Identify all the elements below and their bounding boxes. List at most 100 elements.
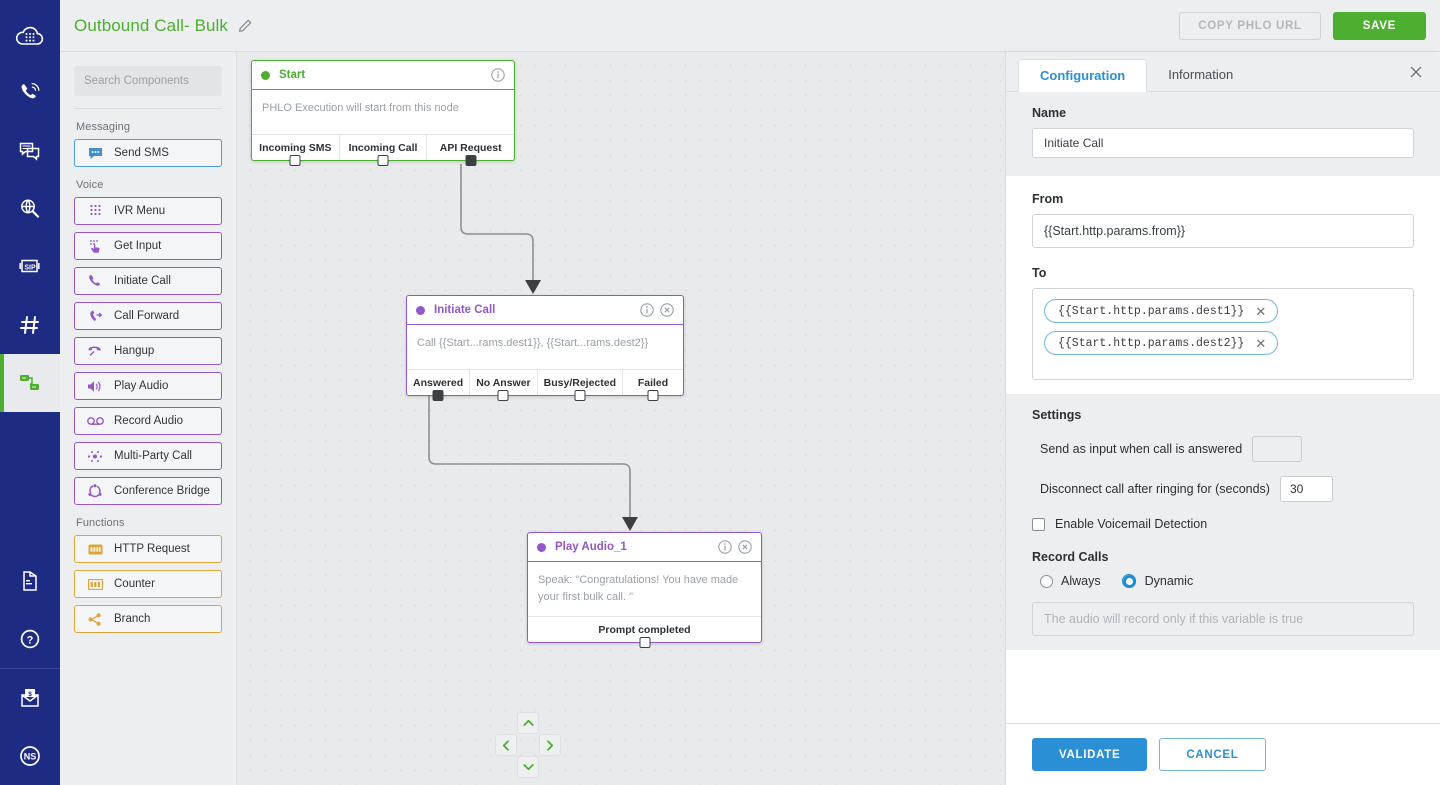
port-incoming-call[interactable]: Incoming Call xyxy=(338,135,427,166)
group-label-voice: Voice xyxy=(76,179,104,191)
disconnect-seconds-input[interactable] xyxy=(1279,476,1333,502)
send-as-input-field[interactable] xyxy=(1252,436,1303,462)
port-knob[interactable] xyxy=(639,637,650,648)
port-api-request[interactable]: API Request xyxy=(426,135,514,166)
save-button[interactable]: SAVE xyxy=(1332,11,1426,40)
svg-text:NS: NS xyxy=(24,752,37,762)
close-circle-icon[interactable] xyxy=(738,540,752,554)
validate-button[interactable]: VALIDATE xyxy=(1032,738,1148,771)
config-panel: Configuration Information Name From xyxy=(1005,52,1440,785)
close-circle-icon[interactable] xyxy=(660,303,674,317)
component-conference-bridge[interactable]: Conference Bridge xyxy=(74,477,222,505)
call-forward-icon xyxy=(85,309,105,323)
port-knob[interactable] xyxy=(497,390,509,401)
component-get-input[interactable]: Get Input xyxy=(74,232,222,260)
port-knob[interactable] xyxy=(574,390,586,401)
component-http-request[interactable]: HTTP Request xyxy=(74,535,222,563)
avatar[interactable]: NS xyxy=(0,727,60,785)
component-counter[interactable]: Counter xyxy=(74,570,222,598)
port-label: Prompt completed xyxy=(598,623,691,636)
port-knob[interactable] xyxy=(289,155,301,166)
to-chip-container[interactable]: {{Start.http.params.dest1}} ✕ {{Start.ht… xyxy=(1032,288,1414,380)
to-chip[interactable]: {{Start.http.params.dest1}} ✕ xyxy=(1044,299,1279,323)
node-play-audio-1[interactable]: Play Audio_1 Speak: "Congratulations! Yo… xyxy=(527,532,762,648)
port-failed[interactable]: Failed xyxy=(622,370,683,401)
component-call-forward[interactable]: Call Forward xyxy=(74,302,222,330)
enable-voicemail-checkbox[interactable] xyxy=(1032,517,1045,531)
port-busy-rejected[interactable]: Busy/Rejected xyxy=(536,370,622,401)
send-as-input-label: Send as input when call is answered xyxy=(1040,442,1243,456)
component-send-sms[interactable]: Send SMS xyxy=(74,139,222,167)
cancel-button[interactable]: CANCEL xyxy=(1159,738,1266,771)
component-branch[interactable]: Branch xyxy=(74,605,222,633)
info-circle-icon[interactable] xyxy=(491,68,505,82)
port-answered[interactable]: Answered xyxy=(407,370,469,401)
component-multi-party-call[interactable]: Multi-Party Call xyxy=(74,442,222,470)
pencil-icon[interactable] xyxy=(237,18,253,34)
port-label: Incoming Call xyxy=(348,141,418,154)
to-chip[interactable]: {{Start.http.params.dest2}} ✕ xyxy=(1044,331,1279,355)
sidebar-item-docs[interactable] xyxy=(0,552,60,610)
name-input[interactable] xyxy=(1032,128,1414,158)
sidebar-item-help[interactable]: ? xyxy=(0,610,60,668)
sidebar-item-phlo[interactable] xyxy=(0,354,60,412)
sidebar-item-billing[interactable]: $ xyxy=(0,669,60,727)
counter-icon xyxy=(85,578,105,590)
info-circle-icon[interactable] xyxy=(640,303,654,317)
plivo-logo-icon[interactable] xyxy=(0,8,60,64)
component-label: Multi-Party Call xyxy=(114,450,192,462)
copy-phlo-url-button[interactable]: COPY PHLO URL xyxy=(1179,11,1321,40)
port-label: API Request xyxy=(439,141,502,154)
hangup-phone-icon xyxy=(85,344,105,358)
sidebar-item-voice[interactable] xyxy=(0,64,60,122)
sidebar-item-numbers[interactable] xyxy=(0,296,60,354)
tab-configuration[interactable]: Configuration xyxy=(1018,59,1148,92)
chip-remove-icon[interactable]: ✕ xyxy=(1255,335,1267,351)
node-ports: Answered No Answer Busy/Rejected Fa xyxy=(407,369,683,401)
node-start[interactable]: Start PHLO Execution will start from thi… xyxy=(251,60,515,166)
port-knob[interactable] xyxy=(647,390,659,401)
info-circle-icon[interactable] xyxy=(718,540,732,554)
sidebar-divider xyxy=(74,108,222,109)
record-dynamic-radio[interactable] xyxy=(1122,574,1137,588)
port-label: No Answer xyxy=(476,376,531,389)
from-input[interactable] xyxy=(1032,214,1414,248)
search-input[interactable] xyxy=(74,66,222,96)
component-label: Send SMS xyxy=(114,147,169,159)
http-request-icon xyxy=(85,544,105,555)
node-header: Start xyxy=(252,61,514,90)
component-record-audio[interactable]: Record Audio xyxy=(74,407,222,435)
port-knob[interactable] xyxy=(377,155,389,166)
node-ports: Prompt completed xyxy=(528,616,761,648)
from-label: From xyxy=(1032,192,1064,206)
port-no-answer[interactable]: No Answer xyxy=(469,370,536,401)
node-initiate-call[interactable]: Initiate Call Call {{Start...rams.dest1}… xyxy=(406,295,684,401)
chevron-down-icon[interactable] xyxy=(517,756,539,778)
record-variable-input[interactable] xyxy=(1032,602,1414,636)
tab-information[interactable]: Information xyxy=(1168,67,1234,82)
port-knob[interactable] xyxy=(465,155,477,166)
component-hangup[interactable]: Hangup xyxy=(74,337,222,365)
settings-title: Settings xyxy=(1032,408,1082,422)
sidebar-item-sip[interactable]: SIP xyxy=(0,238,60,296)
flow-canvas[interactable]: Start PHLO Execution will start from thi… xyxy=(237,52,1005,785)
rail-spacer xyxy=(0,412,60,552)
record-always-radio[interactable] xyxy=(1040,574,1053,588)
chip-remove-icon[interactable]: ✕ xyxy=(1255,303,1267,319)
node-header: Play Audio_1 xyxy=(528,533,761,562)
chevron-left-icon[interactable] xyxy=(495,734,517,756)
panel-content: Name From To {{Start.http.params.dest1}} xyxy=(1006,92,1440,723)
sidebar-item-lookup[interactable] xyxy=(0,180,60,238)
chevron-up-icon[interactable] xyxy=(517,712,539,734)
port-prompt-completed[interactable]: Prompt completed xyxy=(528,617,761,648)
component-play-audio[interactable]: Play Audio xyxy=(74,372,222,400)
component-label: Hangup xyxy=(114,345,155,357)
port-incoming-sms[interactable]: Incoming SMS xyxy=(252,135,339,166)
sidebar-item-messaging[interactable] xyxy=(0,122,60,180)
component-ivr-menu[interactable]: IVR Menu xyxy=(74,197,222,225)
component-initiate-call[interactable]: Initiate Call xyxy=(74,267,222,295)
port-knob[interactable] xyxy=(432,390,444,401)
chevron-right-icon[interactable] xyxy=(539,734,561,756)
close-icon[interactable] xyxy=(1408,64,1424,80)
